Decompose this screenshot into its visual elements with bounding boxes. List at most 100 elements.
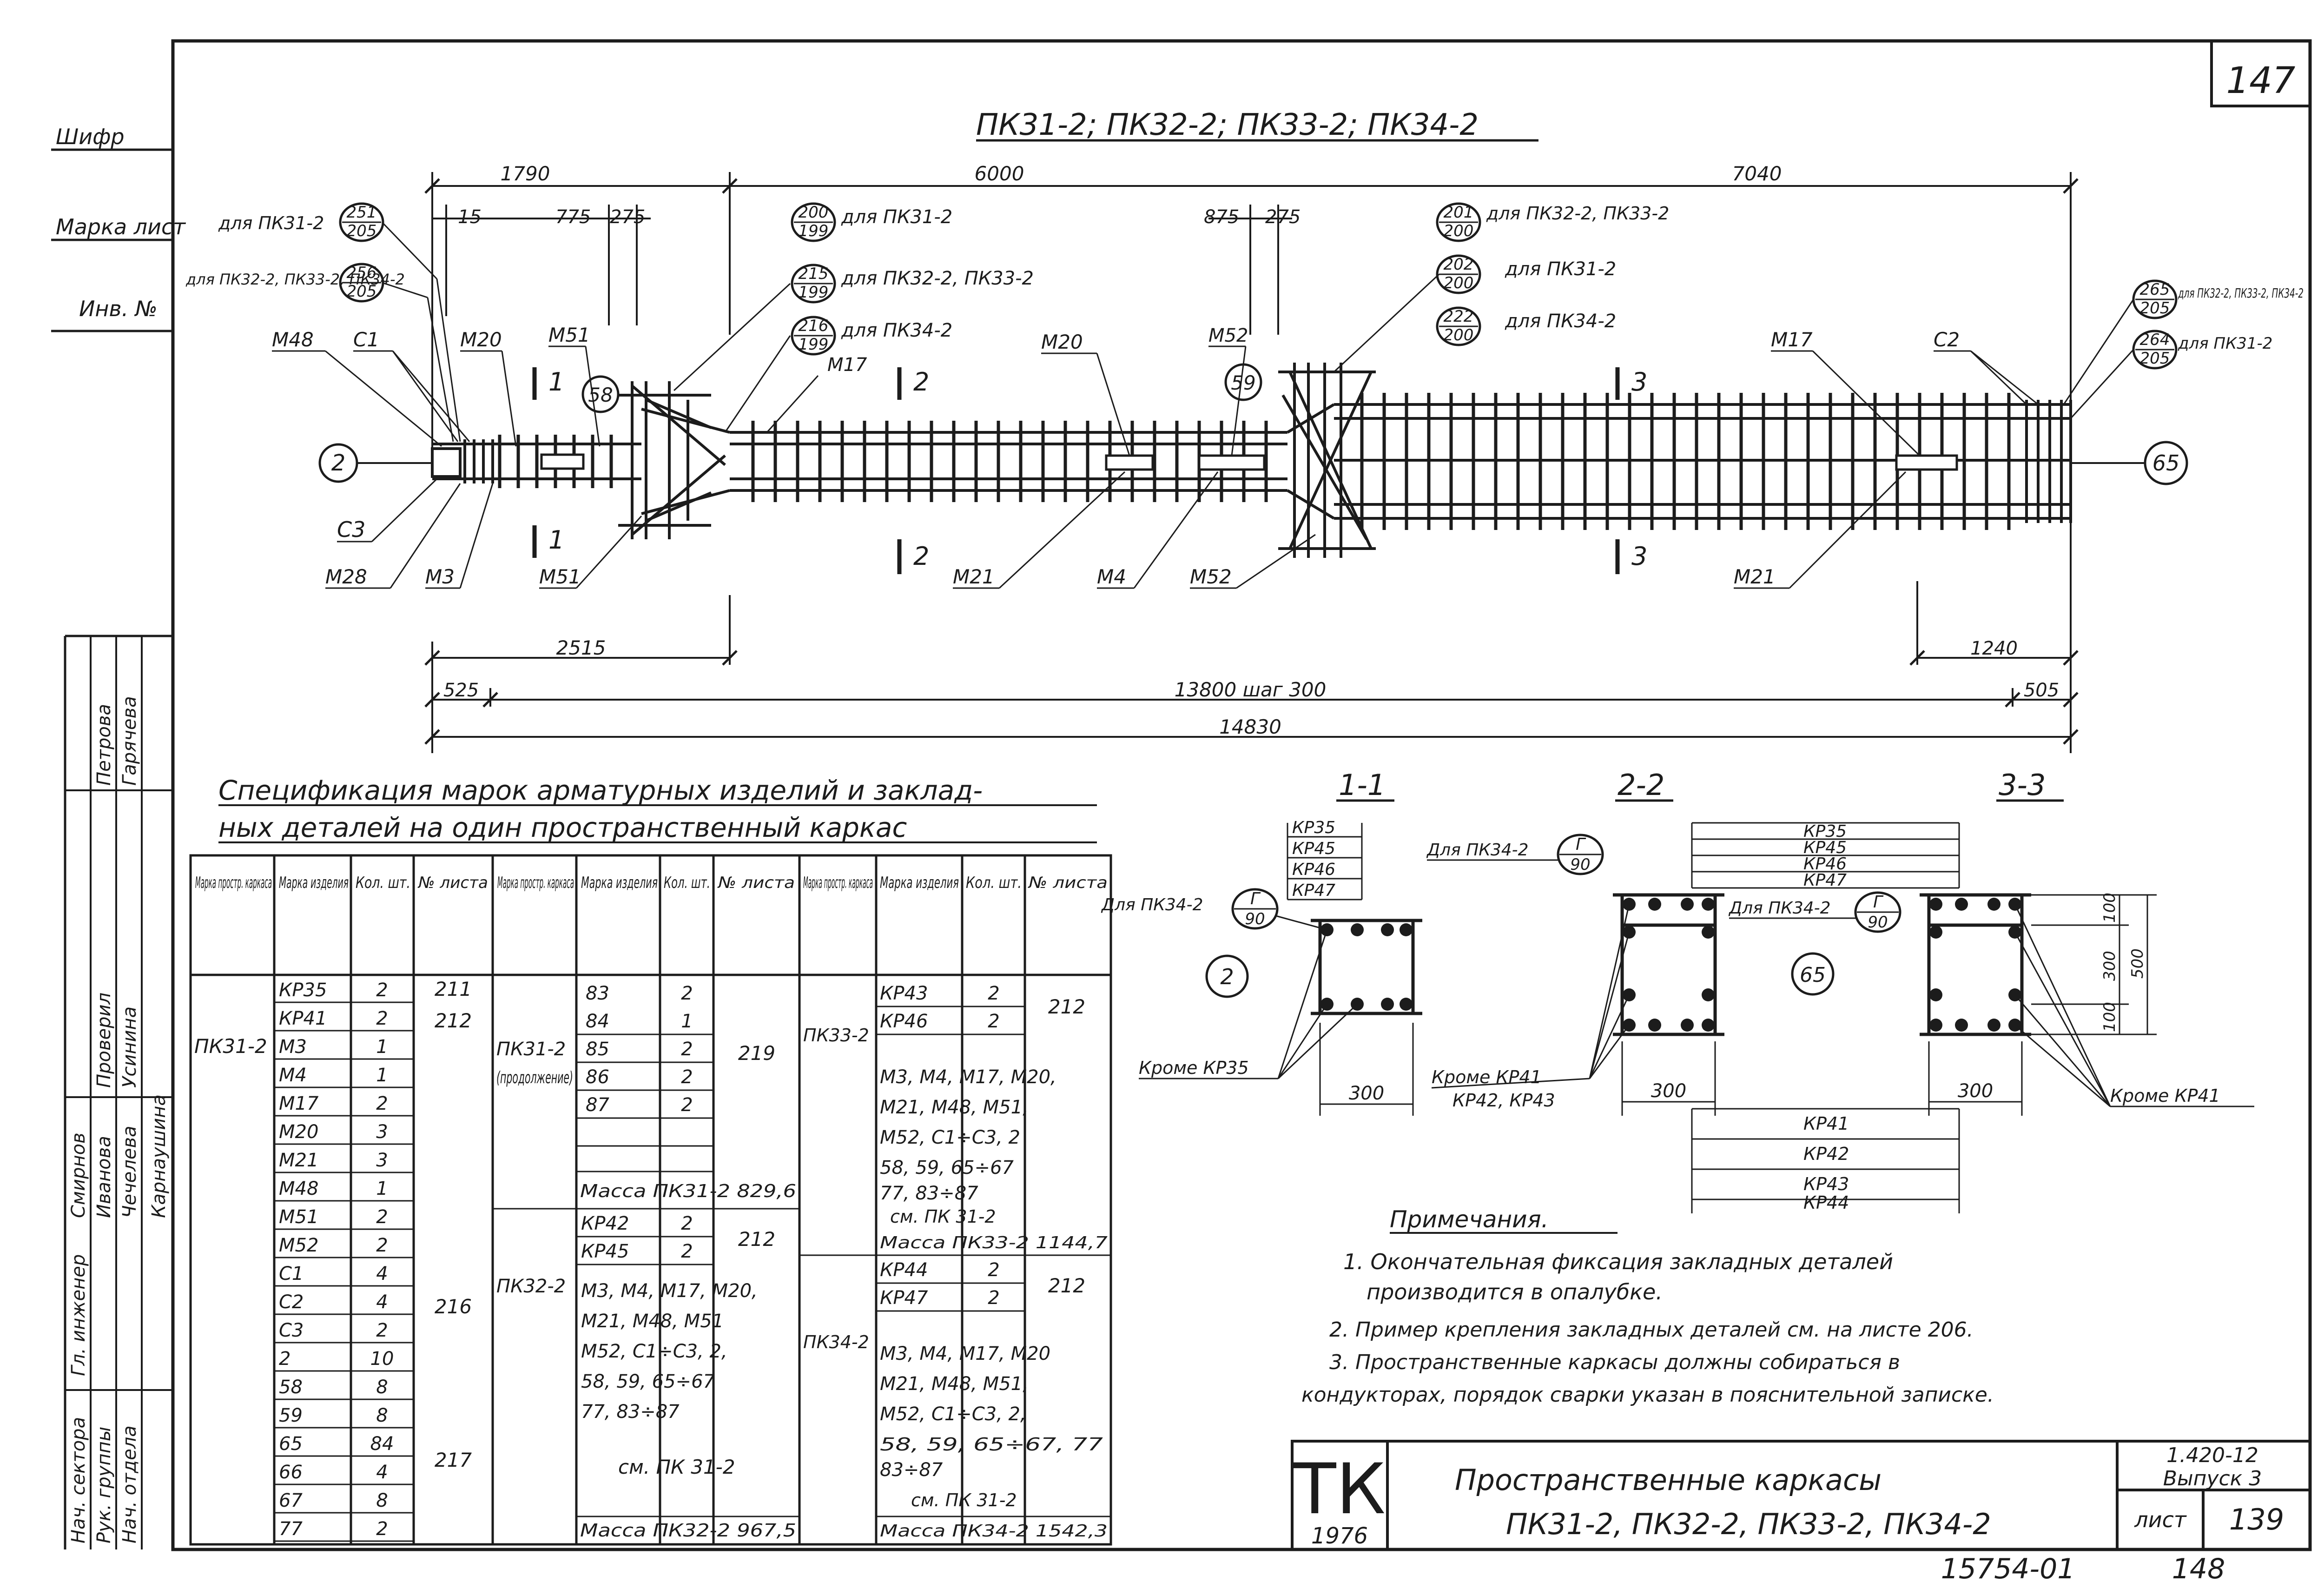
s11-except: Кроме КР35	[1139, 1058, 1249, 1078]
strip-name-6: Усинина	[119, 1006, 140, 1088]
cage-longitudinal-bars	[432, 403, 2071, 520]
notes-line-0: 1. Окончательная фиксация закладных дета…	[1343, 1249, 1893, 1274]
section-2-2-cage	[1613, 893, 1724, 1036]
section-cut-marks	[532, 367, 1620, 574]
leader-m20-b: М20	[1041, 331, 1083, 353]
bubble-216-note: для ПК34-2	[841, 320, 952, 341]
bubble-256-205: 256 205	[339, 263, 384, 303]
dim-1240: 1240	[1970, 638, 2018, 659]
sec-top-frame-1: КР45	[1803, 838, 1847, 857]
title-block-series: 1.420-12	[2166, 1443, 2258, 1467]
spec-col1-qty: 10	[370, 1348, 394, 1370]
spec-col3-list-b-0: М3, М4, М17, М20	[880, 1343, 1050, 1364]
bubble-200-note: для ПК31-2	[841, 206, 952, 228]
spec-col1-qty: 1	[376, 1178, 388, 1199]
leader-m17-b: М17	[1771, 328, 1813, 351]
spec-col1-item: 77	[279, 1518, 303, 1540]
s11-axis-label: 2	[1220, 964, 1234, 989]
s11-frame-2: КР46	[1292, 860, 1335, 879]
bottom-serial: 15754-01	[1941, 1553, 2075, 1585]
section-1-1-title: 1-1	[1339, 768, 1386, 802]
spec-col1-item: 59	[279, 1405, 303, 1426]
s33-bubble: Г 90	[1854, 891, 1901, 933]
strip-name-4: Гарячева	[119, 696, 140, 786]
spec-h-sheet-1: № листа	[417, 874, 488, 892]
bubble-201-note: для ПК32-2, ПК33-2	[1486, 203, 1669, 224]
s33-note: Для ПК34-2	[1728, 899, 1831, 918]
section-3-3-bars	[1929, 898, 2021, 1032]
strip-label-shifr: Шифр	[56, 124, 125, 149]
bubble-216-den: 199	[799, 335, 829, 354]
bubble-251-den: 205	[347, 222, 377, 240]
spec-col2-mass-a: Масса ПК31-2 829,6	[580, 1181, 796, 1201]
section-mark-1-bottom: 1	[548, 525, 564, 555]
bubble-265-205: 265 205	[2132, 279, 2178, 319]
spec-col3-list-0: М3, М4, М17, М20,	[880, 1066, 1056, 1088]
spec-col2-qty: 2	[681, 1066, 693, 1088]
leader-m21-b: М21	[1734, 565, 1776, 588]
bubble-201-num: 201	[1444, 203, 1474, 222]
bubble-222-note: для ПК34-2	[1505, 311, 1616, 332]
spec-col2-frame-a-note: (продолжение)	[496, 1068, 573, 1087]
sec-bot-frame-1: КР42	[1803, 1144, 1849, 1164]
bubble-202-num: 202	[1444, 255, 1474, 274]
s22-leaders	[1431, 904, 1630, 1089]
sec-bot-frame-0: КР41	[1803, 1113, 1849, 1134]
section-1-1-frames-stack	[1287, 823, 1363, 900]
leader-m3: М3	[425, 565, 455, 588]
bubble-201-200: 201 200	[1436, 202, 1481, 242]
s11-frame-0: КР35	[1292, 818, 1335, 837]
spec-col3-ref-a: см. ПК 31-2	[890, 1206, 996, 1227]
s33-dim-h1: 100	[2100, 893, 2119, 923]
spec-col2-qty-b: 2	[681, 1213, 693, 1234]
spec-col1-qty: 3	[376, 1150, 388, 1171]
spec-col1-item: С2	[279, 1291, 304, 1313]
bubble-251-note: для ПК31-2	[218, 213, 324, 233]
s11-bubble-num: Г	[1250, 889, 1261, 908]
axis-marker-left	[318, 443, 358, 483]
s11-dim	[1319, 1023, 1414, 1116]
bubble-251-205: 251 205	[339, 202, 384, 242]
spec-col2-qty: 1	[681, 1011, 693, 1032]
dim-275b: 275	[1265, 206, 1301, 228]
spec-title-line2: ных деталей на один пространственный кар…	[218, 812, 907, 843]
corner-sheet-number: 147	[2226, 60, 2296, 102]
sec-top-frame-0: КР35	[1803, 822, 1847, 841]
leader-m4: М4	[1097, 565, 1126, 588]
bubble-265-num: 265	[2140, 280, 2170, 299]
dim-505: 505	[2024, 680, 2059, 701]
s11-axis-marker	[1205, 954, 1249, 998]
s11-leaders	[1275, 915, 1358, 1079]
spec-col3-sheet-b: 212	[1048, 1274, 1085, 1297]
spec-col2-item: 87	[586, 1094, 609, 1116]
s22-bubble-den: 90	[1570, 855, 1590, 874]
bubble-200-den: 199	[799, 222, 829, 240]
bubble-202-den: 200	[1444, 274, 1474, 292]
s33-dim-h2: 300	[2100, 951, 2119, 981]
title-block-year: 1976	[1311, 1523, 1368, 1549]
dim-15: 15	[458, 206, 482, 228]
spec-col2-qty: 2	[681, 1094, 693, 1116]
spec-col1-item: М48	[279, 1178, 318, 1199]
bubble-264-note: для ПК31-2	[2178, 334, 2272, 353]
spec-col2-qty: 2	[681, 1039, 693, 1060]
strip-label-inv: Инв. №	[79, 296, 158, 321]
spec-col2-item: 85	[586, 1039, 609, 1060]
spec-col3: ПК33-2 212 М3, М4, М17, М20, М21, М48, М…	[803, 995, 1108, 1541]
strip-role-3: Гл. инженер	[68, 1254, 89, 1376]
spec-col1-item: 66	[279, 1462, 303, 1483]
spec-col1-qty: 2	[376, 1206, 388, 1228]
spec-col3-frame-a: ПК33-2	[803, 1025, 869, 1046]
s33-axis-label: 65	[1800, 963, 1826, 987]
strip-check-label: Проверил	[93, 993, 115, 1088]
spec-col1-qty: 2	[376, 1518, 388, 1540]
s33-dim-total: 500	[2128, 948, 2147, 979]
spec-h-frame-1: Марка простр. каркаса	[195, 874, 272, 892]
spec-col2-sheet-a: 219	[738, 1042, 775, 1065]
section-2-2-title: 2-2	[1618, 768, 1664, 802]
circle-58	[581, 375, 620, 413]
spec-col1-item: М17	[279, 1093, 319, 1114]
leader-m17-top-a: М17	[827, 354, 867, 376]
spec-col3-ref-b: см. ПК 31-2	[911, 1490, 1017, 1510]
